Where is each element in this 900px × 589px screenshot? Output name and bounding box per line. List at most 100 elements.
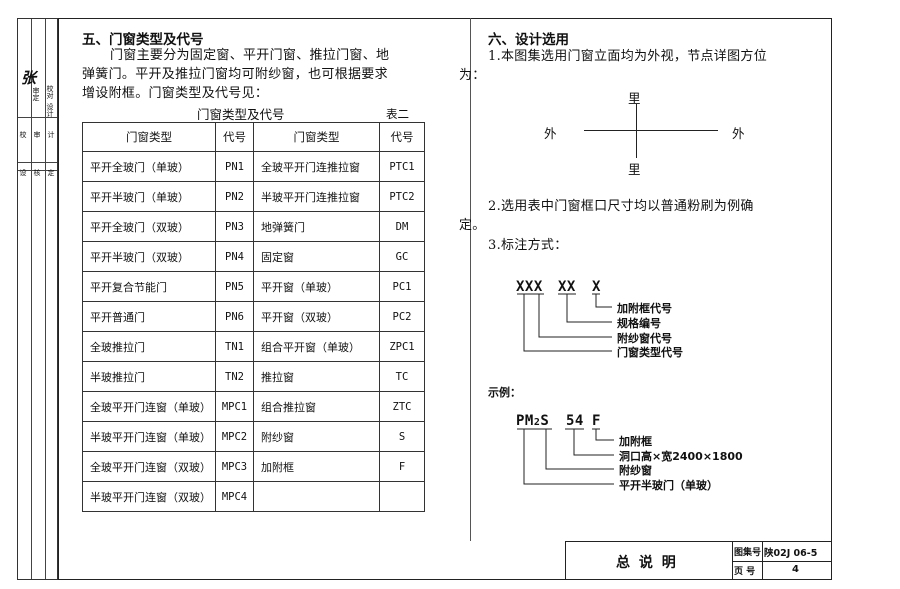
code-cell: PC1 [379, 271, 425, 302]
page-number: 4 [792, 564, 799, 575]
code-cell: MPC4 [215, 481, 254, 512]
section5-para-line3: 增设附框。门窗类型及代号见： [82, 86, 269, 101]
code-cell: ZPC1 [379, 331, 425, 362]
code-cell: PN4 [215, 241, 254, 272]
strip-label-4: 核 [33, 169, 41, 176]
code-cell: TN1 [215, 331, 254, 362]
drawing-frame [58, 18, 832, 580]
table-row: 半玻平开门连窗（双玻）MPC4 [82, 481, 425, 512]
code-cell [379, 481, 425, 512]
strip-label-2: 设 [19, 169, 27, 176]
code-cell: PN5 [215, 271, 254, 302]
section6-title: 六、设计选用 [488, 32, 569, 48]
type-name-cell: 平开全玻门（单玻） [82, 151, 216, 182]
strip-label-3: 审 [33, 131, 41, 138]
code-cell: MPC3 [215, 451, 254, 482]
header-code-1: 代号 [215, 122, 254, 152]
strip-sub-label-1: 校对 [46, 85, 54, 99]
type-name-cell: 平开普通门 [82, 301, 216, 332]
cross-vertical-line [636, 104, 637, 158]
example-label-type: 平开半玻门（单玻） [619, 479, 718, 492]
example-code-pm: PM [516, 413, 534, 429]
title-block: 总 说 明 图集号 陕02J 06-5 页 号 4 [565, 541, 832, 580]
example-label-screen: 附纱窗 [619, 464, 652, 477]
type-name-cell [253, 481, 380, 512]
notation-code-spec: XX [558, 279, 576, 295]
orientation-top-label: 里 [628, 91, 641, 106]
leader-frame-code [595, 294, 612, 308]
example-code-s: S [540, 413, 550, 429]
section6-item2-line2: 定。 [459, 218, 486, 233]
code-cell: PC2 [379, 301, 425, 332]
example-code-subscript: 2 [533, 417, 541, 428]
orientation-bottom-label: 里 [628, 162, 641, 177]
code-cell: PTC2 [379, 181, 425, 212]
header-type-2: 门窗类型 [253, 122, 380, 152]
leader-example-screen [545, 429, 614, 470]
type-name-cell: 平开全玻门（双玻） [82, 211, 216, 242]
type-name-cell: 组合平开窗（单玻） [253, 331, 380, 362]
example-label-frame: 加附框 [619, 435, 652, 448]
type-name-cell: 平开窗（双玻） [253, 301, 380, 332]
example-label-size: 洞口高×宽2400×1800 [619, 450, 743, 463]
type-name-cell: 全玻平开门连窗（双玻） [82, 451, 216, 482]
code-cell: MPC1 [215, 391, 254, 422]
type-name-cell: 半玻平开门连窗（双玻） [82, 481, 216, 512]
code-cell: S [379, 421, 425, 452]
type-name-cell: 平开半玻门（双玻） [82, 241, 216, 272]
leader-screen-code [538, 294, 612, 338]
column-divider [470, 18, 471, 541]
type-name-cell: 平开半玻门（单玻） [82, 181, 216, 212]
type-name-cell: 全玻平开门连推拉窗 [253, 151, 380, 182]
type-name-cell: 全玻推拉门 [82, 331, 216, 362]
orientation-cross: 里 里 外 外 [544, 91, 745, 177]
example-code-frame: F [592, 413, 601, 429]
header-type-1: 门窗类型 [82, 122, 216, 152]
example-label: 示例： [488, 386, 521, 399]
table-number: 表二 [386, 107, 409, 121]
section5-para-line1: 门窗主要分为固定窗、平开门窗、推拉门窗、地 [110, 48, 390, 63]
leader-example-size [573, 429, 614, 456]
type-name-cell: 半玻平开门连推拉窗 [253, 181, 380, 212]
leader-type-code [523, 294, 612, 352]
section6-item3: 3.标注方式： [488, 238, 568, 253]
type-name-cell: 固定窗 [253, 241, 380, 272]
atlas-number: 陕02J 06-5 [764, 548, 818, 559]
strip-sub-label-3: 审定 [32, 87, 40, 101]
strip-sub-label-2: 设计 [46, 103, 54, 117]
orientation-left-label: 外 [544, 126, 557, 141]
strip-label-6: 定 [47, 169, 55, 176]
section5-title: 五、门窗类型及代号 [82, 32, 204, 48]
example-code-size: 54 [566, 413, 584, 429]
orientation-right-label: 外 [732, 126, 745, 141]
example-code-type: PM2S [516, 413, 549, 429]
strip-label-5: 计 [47, 131, 55, 138]
notation-label-spec: 规格编号 [617, 317, 661, 330]
atlas-number-label: 图集号 [734, 548, 762, 558]
code-cell: PN2 [215, 181, 254, 212]
section5-para-line2: 弹簧门。平开及推拉门窗均可附纱窗，也可根据要求 [82, 67, 388, 82]
drawing-title: 总 说 明 [616, 555, 678, 571]
strip-label-1: 校 [19, 131, 27, 138]
section6-item2-line1: 2.选用表中门窗框口尺寸均以普通粉刷为例确 [488, 199, 754, 214]
type-name-cell: 推拉窗 [253, 361, 380, 392]
leader-example-type [523, 429, 614, 485]
example-leader-lines [517, 428, 614, 485]
code-cell: MPC2 [215, 421, 254, 452]
table-header-row: 门窗类型 代号 门窗类型 代号 [82, 122, 425, 152]
code-cell: PN3 [215, 211, 254, 242]
code-cell: TC [379, 361, 425, 392]
table-caption: 门窗类型及代号 [197, 107, 285, 122]
type-name-cell: 地弹簧门 [253, 211, 380, 242]
type-name-cell: 附纱窗 [253, 421, 380, 452]
